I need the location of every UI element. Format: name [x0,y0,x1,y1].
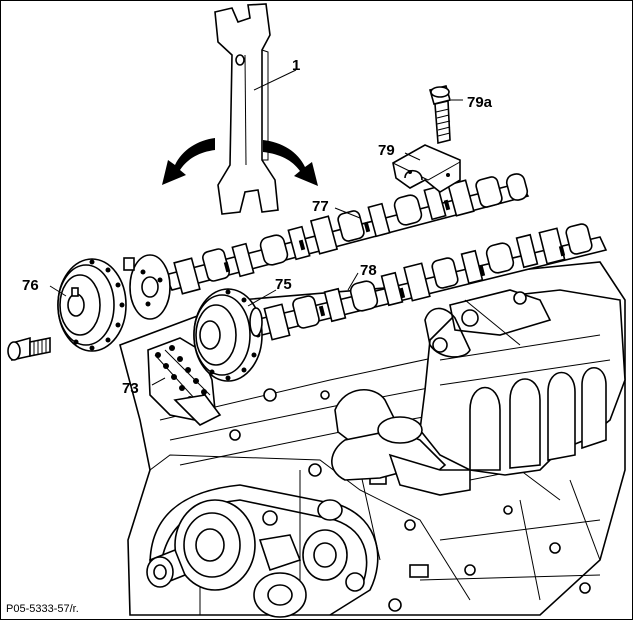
camshaft-upper [123,173,530,320]
rotation-arrow-right-icon [263,140,318,186]
water-outlet [331,388,471,496]
leader-lines [49,69,463,386]
callout-sprocket-intake: 76 [22,277,39,294]
callout-bearing-cap: 79 [378,142,395,159]
bearing-cap-79 [392,144,461,193]
sprocket-76 [57,258,127,352]
sprocket-bolt [7,336,51,361]
bolt-79a [429,85,451,145]
callout-camshaft-upper: 77 [312,198,329,215]
intake-manifold [419,289,626,476]
callout-sprocket-exhaust: 75 [275,276,292,293]
callout-chain: 73 [122,380,139,397]
camshaft-lower [253,223,608,341]
figure-code: P05-5333-57/r. [6,603,79,615]
special-wrench-1 [214,3,279,215]
rotation-arrow-left-icon [162,138,215,185]
callout-camshaft-lower: 78 [360,262,377,279]
accessory-drive [146,484,379,618]
callout-bolt: 79a [467,94,493,111]
sprocket-75 [193,288,263,382]
callout-wrench: 1 [292,57,300,74]
